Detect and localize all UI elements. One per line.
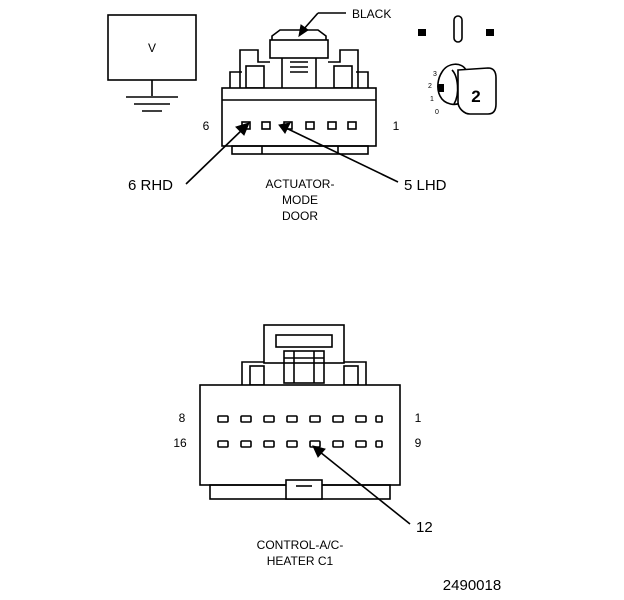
actuator-pin-right-number: 1 xyxy=(393,119,400,133)
control-heater-connector: 8 1 16 9 xyxy=(173,324,422,500)
actuator-pin-left-number: 6 xyxy=(203,119,210,133)
heater-row1-right-number: 1 xyxy=(415,411,422,425)
heater-pin-row-1 xyxy=(217,415,383,423)
callout-12: 12 xyxy=(312,445,433,536)
key-scale-mark-1: 1 xyxy=(430,96,434,103)
indicator-square-left xyxy=(418,29,426,36)
ground-icon xyxy=(126,96,178,112)
voltmeter-symbol: V xyxy=(107,14,197,112)
callout-5-lhd-label: 5 LHD xyxy=(404,177,447,194)
indicator-square-right xyxy=(486,29,494,36)
heater-row2-left-number: 16 xyxy=(173,436,187,450)
connector-color-label: BLACK xyxy=(352,7,391,21)
key-scale-mark-0: 0 xyxy=(435,109,439,116)
voltmeter-label: V xyxy=(148,41,156,55)
actuator-name-line-2: MODE xyxy=(282,193,318,207)
callout-6-rhd-label: 6 RHD xyxy=(128,177,173,194)
callout-12-label: 12 xyxy=(416,519,433,536)
color-callout: BLACK xyxy=(298,7,391,38)
actuator-name-line-3: DOOR xyxy=(282,209,318,223)
callout-5-lhd: 5 LHD xyxy=(278,122,447,194)
ignition-key-icon xyxy=(437,63,497,115)
heater-name-line-1: CONTROL-A/C- xyxy=(257,538,344,552)
key-scale-mark-2: 2 xyxy=(428,83,432,90)
figure-id: 2490018 xyxy=(443,577,501,594)
heater-row1-left-number: 8 xyxy=(179,411,186,425)
key-slot-icon xyxy=(453,15,463,43)
callout-6-rhd: 6 RHD xyxy=(128,122,250,194)
key-scale-mark-3: 3 xyxy=(433,71,437,78)
key-position-number: 2 xyxy=(471,87,480,106)
heater-row2-right-number: 9 xyxy=(415,436,422,450)
ignition-key-legend: 3 2 1 0 2 xyxy=(418,15,497,116)
actuator-connector: 6 1 xyxy=(203,29,400,155)
heater-name-line-2: HEATER C1 xyxy=(267,554,334,568)
actuator-name-line-1: ACTUATOR- xyxy=(266,177,335,191)
